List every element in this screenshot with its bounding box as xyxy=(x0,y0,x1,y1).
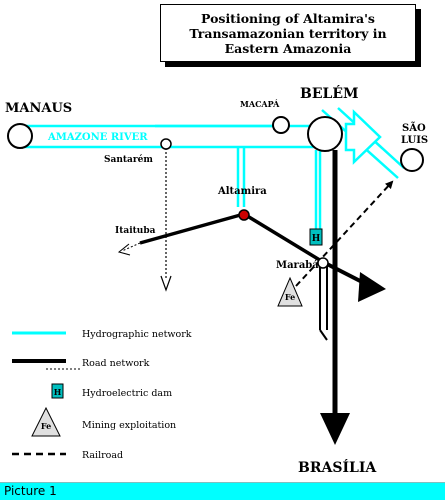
sao-luis-marker xyxy=(400,148,424,172)
river-label: AMAZONE RIVER xyxy=(47,132,148,143)
santarem-marker xyxy=(160,138,172,150)
label-sao-luis-1: SÃO xyxy=(402,122,426,134)
label-sao-luis-2: LUIS xyxy=(401,135,428,146)
picture-label: Picture 1 xyxy=(4,484,57,498)
svg-text:Fe: Fe xyxy=(285,292,295,302)
legend-dam: H Hydroelectric dam xyxy=(51,383,172,399)
label-brasilia: BRASÍLIA xyxy=(298,458,377,476)
mining-icon: Fe xyxy=(277,276,303,307)
legend-hydro-label: Hydrographic network xyxy=(82,329,192,340)
river-mouth-arrow-icon xyxy=(344,109,382,165)
svg-text:H: H xyxy=(312,234,321,244)
label-belem: BELÉM xyxy=(300,84,359,102)
label-macapa: MACAPÁ xyxy=(240,99,280,109)
legend-road: Road network xyxy=(12,358,150,370)
manaus-marker xyxy=(7,123,33,149)
label-santarem: Santarém xyxy=(104,154,153,165)
svg-text:H: H xyxy=(54,387,62,397)
footer-bar: Picture 1 xyxy=(0,482,445,500)
legend-mining-label: Mining exploitation xyxy=(82,420,176,431)
altamira-marker xyxy=(238,209,250,221)
label-manaus: MANAUS xyxy=(5,101,72,116)
belem-marker xyxy=(307,116,343,152)
map-title: Positioning of Altamira's Transamazonian… xyxy=(189,10,387,56)
belem-brasilia-highway xyxy=(319,150,386,445)
label-maraba: Marabá xyxy=(276,260,319,271)
title-box: Positioning of Altamira's Transamazonian… xyxy=(160,4,416,62)
label-altamira: Altamira xyxy=(217,186,267,197)
maraba-marker xyxy=(317,257,329,269)
transamazonian-road xyxy=(117,212,324,264)
legend-mining: Fe Mining exploitation xyxy=(31,406,176,437)
macapa-marker xyxy=(272,116,290,134)
legend: Hydrographic network Road network H Hydr… xyxy=(12,329,192,461)
legend-dam-icon xyxy=(51,383,64,399)
dam-icon: H xyxy=(309,228,323,246)
svg-text:Fe: Fe xyxy=(41,421,51,431)
legend-railroad: Railroad xyxy=(12,450,123,461)
map-canvas: AMAZONE RIVER H Fe xyxy=(5,84,428,476)
road-santarem-south xyxy=(160,148,172,292)
legend-road-label: Road network xyxy=(82,358,150,369)
legend-dam-label: Hydroelectric dam xyxy=(82,388,172,399)
legend-mining-icon xyxy=(31,406,61,437)
label-itaituba: Itaituba xyxy=(115,226,156,236)
railroad-line xyxy=(295,180,394,287)
legend-hydro: Hydrographic network xyxy=(12,329,192,340)
legend-railroad-label: Railroad xyxy=(82,450,123,461)
